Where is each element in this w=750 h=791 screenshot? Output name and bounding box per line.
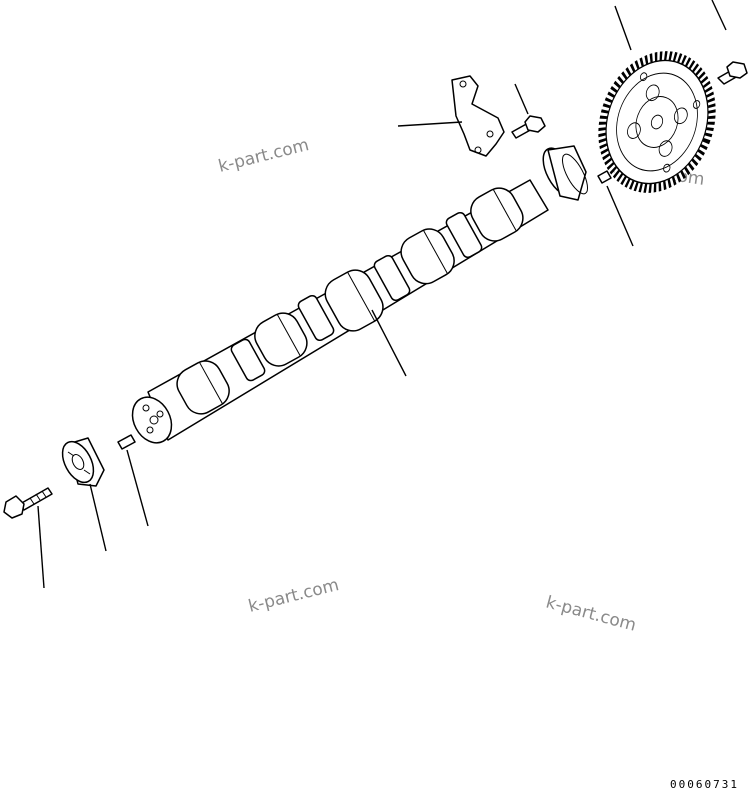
gear-mounting-bolt	[717, 61, 748, 85]
thrust-plate	[451, 75, 505, 157]
leader-line-gear-bolt	[711, 0, 727, 31]
watermark-bottom-left: k-part.com	[246, 575, 341, 617]
leader-line-thrust-plate	[397, 121, 463, 127]
leader-line-gear	[614, 5, 632, 51]
watermark-top-left: k-part.com	[216, 135, 311, 177]
watermark-group: k-part.com k-part.com k-part.com k-part.…	[216, 135, 705, 636]
leader-line-thrust-plate-bolt	[514, 83, 529, 115]
watermark-bottom-right: k-part.com	[544, 593, 639, 636]
camshaft	[131, 179, 549, 444]
front-dowel-pin	[117, 434, 136, 450]
gear-dowel-pin	[597, 170, 612, 184]
thrust-plate-bolt	[511, 115, 546, 139]
leader-line-front-bolt	[37, 505, 45, 589]
front-hub	[61, 437, 105, 487]
drawing-number: 00060731	[670, 778, 739, 791]
camshaft-gear	[598, 51, 716, 193]
leader-line-front-dowel-pin	[126, 449, 149, 527]
leader-line-camshaft	[371, 309, 407, 377]
leader-line-gear-dowel-pin	[606, 185, 634, 247]
leader-lines	[37, 0, 727, 589]
leader-line-front-hub	[89, 483, 107, 552]
front-mounting-bolt	[3, 487, 53, 519]
camshaft-flange	[542, 145, 589, 201]
